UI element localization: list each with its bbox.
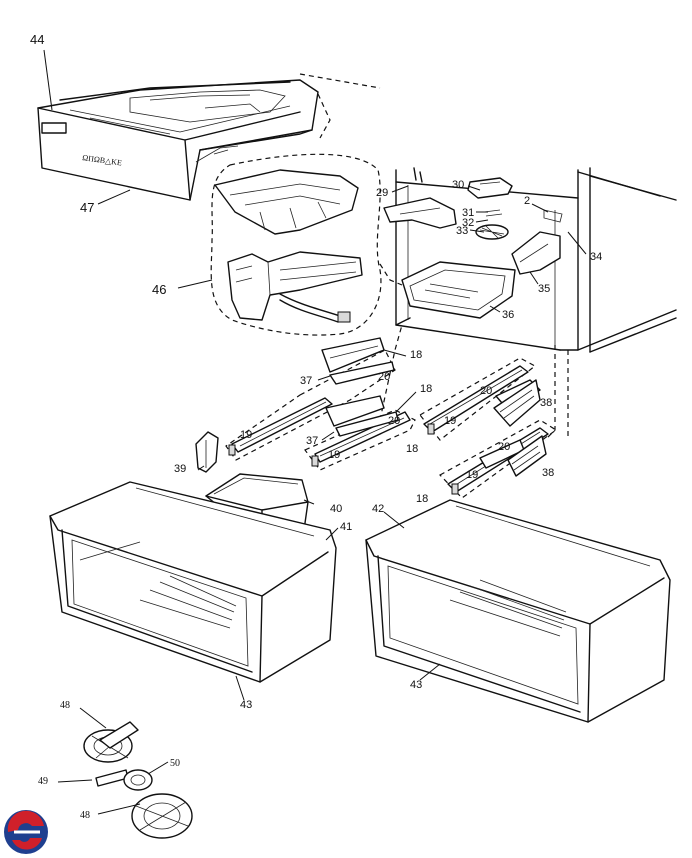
left-crisper-drawer <box>49 481 337 683</box>
callout-44: 44 <box>30 32 44 47</box>
callout-42: 42 <box>372 503 384 515</box>
callout-20b: 20 <box>388 415 400 427</box>
slide-rail-groups <box>225 337 558 499</box>
leader-lines <box>43 49 587 815</box>
callout-18d: 18 <box>416 493 428 505</box>
callout-49: 49 <box>38 776 48 787</box>
callout-34: 34 <box>590 251 602 263</box>
callout-43b: 43 <box>410 679 422 691</box>
callout-38a: 38 <box>540 397 552 409</box>
callout-47: 47 <box>80 200 94 215</box>
refrigerator-compartment <box>383 167 677 353</box>
callout-19c: 19 <box>444 415 456 427</box>
callout-48b: 48 <box>80 810 90 821</box>
callout-2: 2 <box>524 195 530 207</box>
callout-41: 41 <box>340 521 352 533</box>
small-parts-group <box>83 721 193 839</box>
callout-29: 29 <box>376 187 388 199</box>
callout-46: 46 <box>152 282 166 297</box>
callout-19d: 19 <box>466 469 478 481</box>
dashed-guide <box>317 93 331 139</box>
callout-36: 36 <box>502 309 514 321</box>
callout-43a: 43 <box>240 699 252 711</box>
callout-39: 39 <box>174 463 186 475</box>
ice-maker-assembly <box>210 153 382 336</box>
callout-48a: 48 <box>60 700 70 711</box>
callout-38b: 38 <box>542 467 554 479</box>
callout-20d: 20 <box>498 441 510 453</box>
callout-35: 35 <box>538 283 550 295</box>
callout-32: 32 <box>462 217 474 229</box>
callout-37a: 37 <box>300 375 312 387</box>
freezer-drawer: ΩΠΩΒ△ΚΕ <box>37 79 319 201</box>
callout-33: 33 <box>456 225 468 237</box>
callout-20a: 20 <box>378 371 390 383</box>
callout-50: 50 <box>170 758 180 769</box>
callout-18c: 18 <box>406 443 418 455</box>
callout-30: 30 <box>452 179 464 191</box>
callout-18b: 18 <box>420 383 432 395</box>
callout-labels: 44 47 46 29 30 2 31 32 33 34 35 36 18 37… <box>30 32 602 821</box>
dashed-guide <box>544 345 556 441</box>
brand-logo <box>4 810 48 854</box>
right-crisper-drawer <box>365 499 671 723</box>
callout-37b: 37 <box>306 435 318 447</box>
callout-20c: 20 <box>480 385 492 397</box>
callout-19a: 19 <box>240 429 252 441</box>
callout-19b: 19 <box>328 449 340 461</box>
dashed-guide <box>299 73 381 89</box>
callout-40: 40 <box>330 503 342 515</box>
callout-31: 31 <box>462 207 474 219</box>
dashed-guide <box>379 263 403 286</box>
bracket-part <box>195 431 219 473</box>
callout-18a: 18 <box>410 349 422 361</box>
